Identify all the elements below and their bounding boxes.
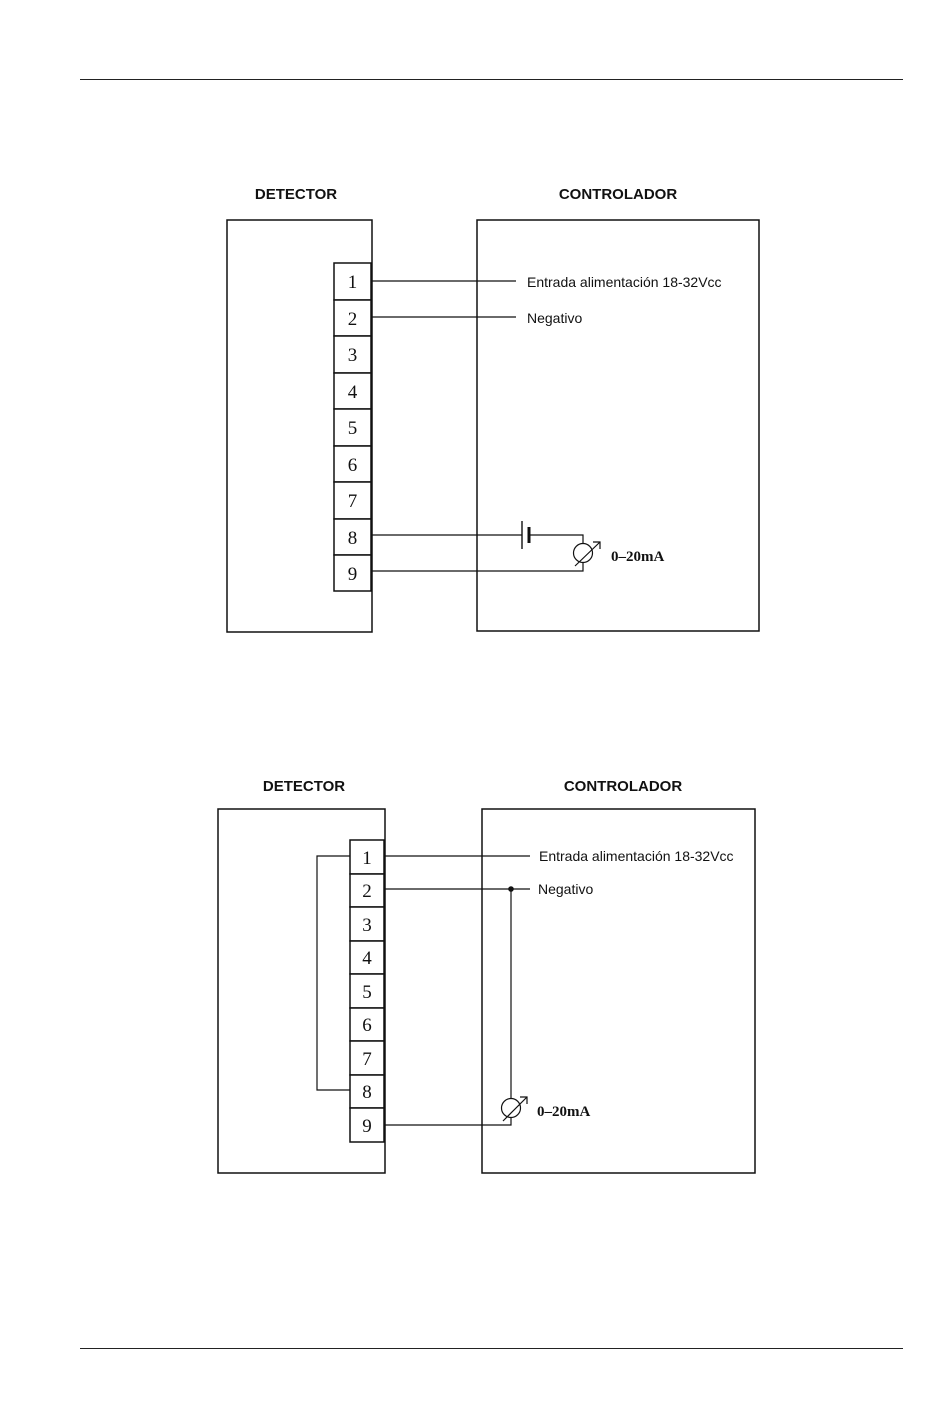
- terminal-number: 4: [362, 948, 372, 969]
- controller-header: CONTROLADOR: [559, 186, 677, 203]
- controller-header: CONTROLADOR: [564, 778, 682, 795]
- terminal-number: 3: [362, 915, 372, 936]
- detector-header: DETECTOR: [255, 186, 337, 203]
- terminal-number: 7: [348, 491, 358, 512]
- terminal-number: 1: [362, 848, 372, 869]
- terminal-number: 8: [348, 528, 358, 549]
- terminal-block: 1 2 3 4 5 6 7 8 9: [334, 263, 371, 591]
- terminal-number: 2: [362, 881, 372, 902]
- terminal-number: 7: [362, 1049, 372, 1070]
- terminal-number: 6: [362, 1015, 372, 1036]
- terminal-number: 6: [348, 455, 358, 476]
- terminal-number: 3: [348, 345, 358, 366]
- terminal-number: 2: [348, 309, 358, 330]
- terminal-number: 9: [348, 564, 358, 585]
- terminal-number: 5: [348, 418, 358, 439]
- diagram-1: DETECTOR CONTROLADOR 1 2 3 4 5 6 7 8 9 E…: [227, 186, 759, 632]
- power-label: Entrada alimentación 18-32Vcc: [527, 274, 722, 290]
- terminal-number: 8: [362, 1082, 372, 1103]
- meter-label: 0–20mA: [611, 549, 664, 565]
- detector-header: DETECTOR: [263, 778, 345, 795]
- negative-label: Negativo: [538, 881, 593, 897]
- terminal-number: 1: [348, 272, 358, 293]
- terminal-number: 9: [362, 1116, 372, 1137]
- negative-label: Negativo: [527, 310, 582, 326]
- diagram-2: DETECTOR CONTROLADOR 1 2 3 4 5 6 7 8 9: [218, 778, 755, 1173]
- terminal-number: 4: [348, 382, 358, 403]
- terminal-number: 5: [362, 982, 372, 1003]
- terminal-block: 1 2 3 4 5 6 7 8 9: [350, 840, 384, 1142]
- power-label: Entrada alimentación 18-32Vcc: [539, 848, 734, 864]
- meter-label: 0–20mA: [537, 1104, 590, 1120]
